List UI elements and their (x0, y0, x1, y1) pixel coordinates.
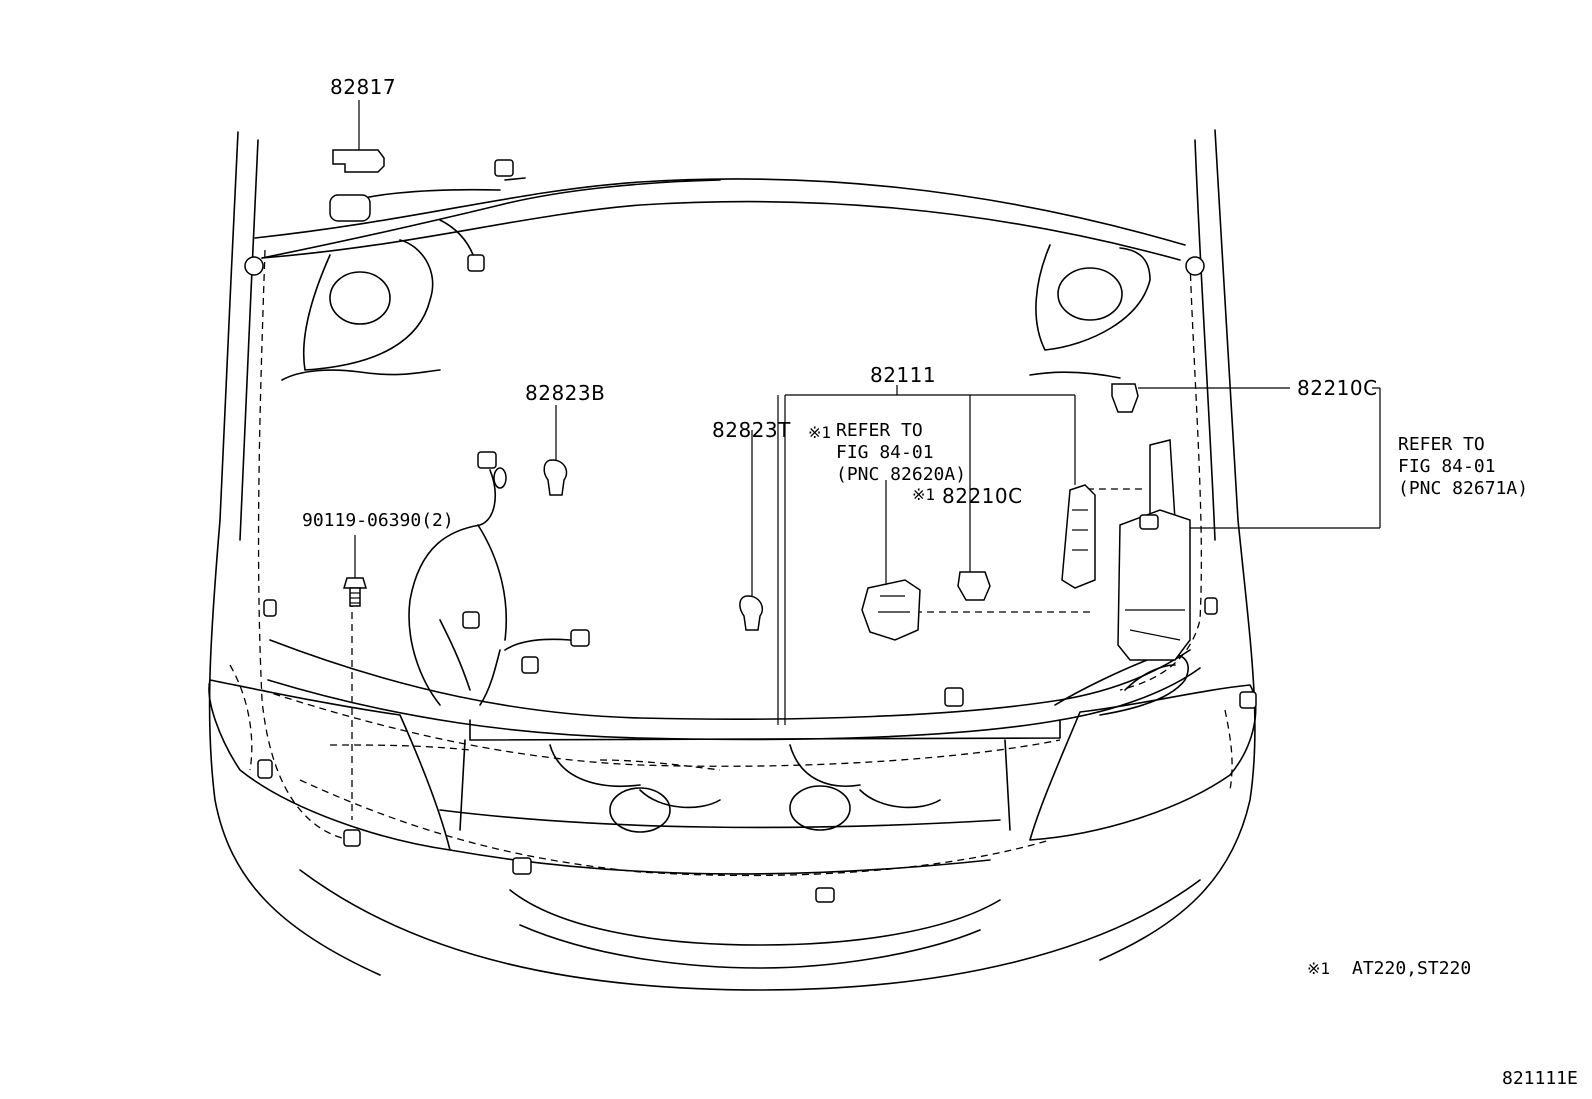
refer-note-82620A: ※1 REFER TO FIG 84-01 (PNC 82620A) (808, 420, 966, 485)
part-82817: 82817 (330, 75, 396, 173)
refer-note-2-line2: FIG 84-01 (1398, 456, 1496, 477)
refer-note-2-line1: REFER TO (1398, 434, 1485, 455)
harness-wires (261, 177, 1189, 716)
part-82111: 82111 (777, 363, 1096, 725)
refer-note-82671A: REFER TO FIG 84-01 (PNC 82671A) (1398, 434, 1528, 499)
refer-note-1-line3: (PNC 82620A) (836, 464, 966, 485)
label-82210C-mid: 82210C (942, 484, 1023, 508)
footnote-text: AT220,ST220 (1352, 958, 1471, 979)
refer-note-1-line2: FIG 84-01 (836, 442, 934, 463)
label-82210C-mid-mark: ※1 (912, 485, 935, 504)
footnote: ※1 AT220,ST220 (1307, 958, 1471, 979)
connectors (244, 159, 1257, 903)
wire-harness-routes (229, 249, 1233, 877)
refer-note-1-mark: ※1 (808, 423, 831, 442)
label-82823B: 82823B (525, 381, 605, 405)
car-body-outline (208, 129, 1257, 991)
refer-note-1-line1: REFER TO (836, 420, 923, 441)
part-82210C-right: 82210C (1111, 376, 1381, 529)
label-82111: 82111 (870, 363, 936, 387)
part-82823T: 82823T (712, 418, 791, 631)
part-82823B: 82823B (525, 381, 605, 496)
junction-block (861, 480, 921, 641)
part-90119-06390: 90119-06390(2) (302, 510, 454, 607)
label-90119-06390: 90119-06390(2) (302, 510, 454, 531)
label-82817: 82817 (330, 75, 396, 99)
fuse-box (1117, 439, 1191, 661)
refer-note-2-line3: (PNC 82671A) (1398, 478, 1528, 499)
figure-code: 821111E (1502, 1068, 1578, 1089)
part-82210C-mid: ※1 82210C (912, 395, 1023, 601)
footnote-mark: ※1 (1307, 959, 1330, 978)
label-82210C-right: 82210C (1297, 376, 1378, 400)
label-82823T: 82823T (712, 418, 791, 442)
